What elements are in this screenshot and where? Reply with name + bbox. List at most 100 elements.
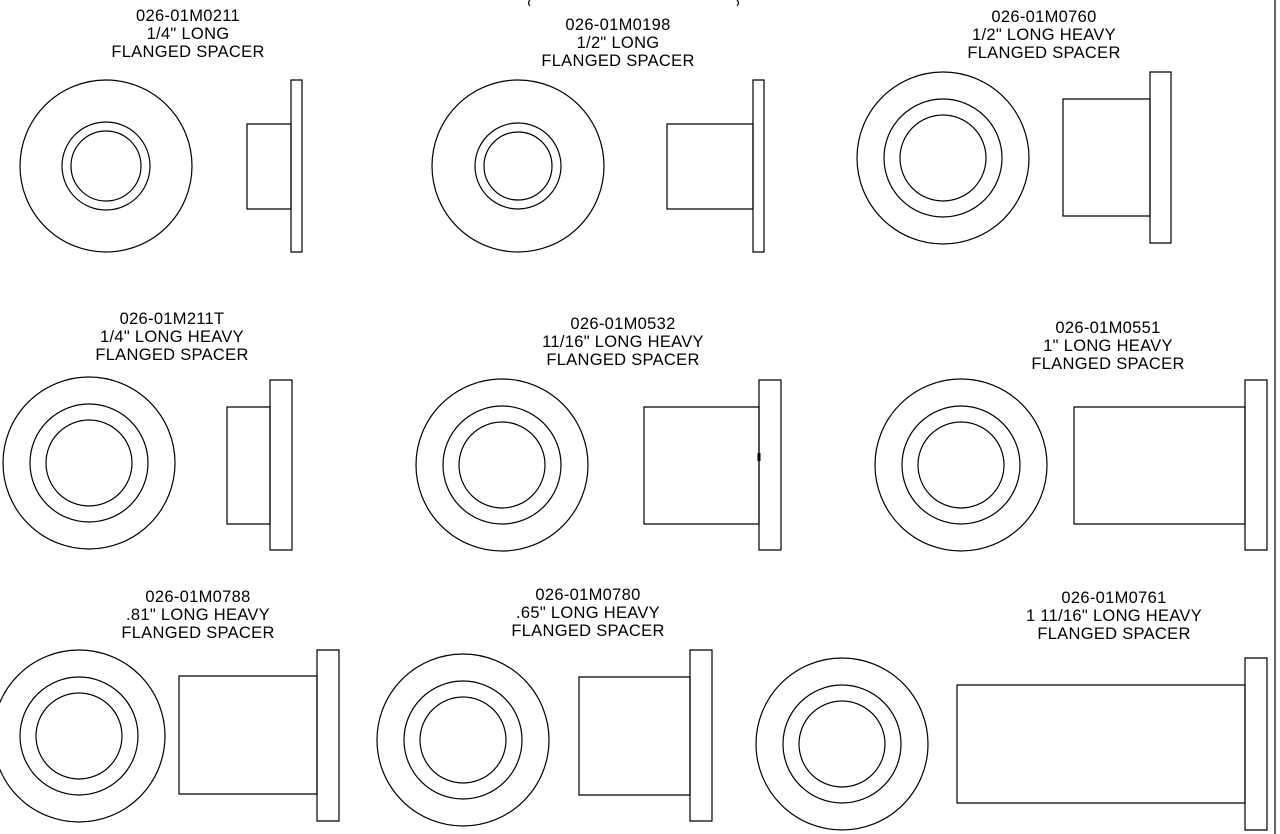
spacer-026-01M0211 bbox=[20, 80, 302, 252]
end-view bbox=[377, 654, 549, 826]
part-number: 026-01M0198 bbox=[565, 16, 671, 34]
spacer-026-01M211T bbox=[3, 377, 292, 550]
flange-outer-circle bbox=[20, 80, 192, 252]
part-length: 1/2" LONG bbox=[576, 34, 660, 52]
part-label-026-01M0760: 026-01M0760 1/2" LONG HEAVY FLANGED SPAC… bbox=[894, 8, 1194, 62]
title-parenthesis-right bbox=[737, 0, 739, 6]
bore-circle bbox=[799, 701, 885, 787]
body-circle bbox=[443, 406, 561, 524]
body-rect bbox=[1074, 407, 1245, 524]
end-view bbox=[756, 658, 928, 830]
body-circle bbox=[404, 681, 522, 799]
body-rect bbox=[644, 407, 759, 524]
part-label-026-01M0788: 026-01M0788 .81" LONG HEAVY FLANGED SPAC… bbox=[48, 588, 348, 642]
flange-outer-circle bbox=[3, 377, 175, 549]
spacer-026-01M0760 bbox=[857, 72, 1171, 244]
flange-rect bbox=[317, 650, 339, 821]
title-parenthesis-left bbox=[529, 0, 531, 6]
part-length: 11/16" LONG HEAVY bbox=[542, 333, 704, 351]
part-number: 026-01M0532 bbox=[570, 315, 676, 333]
flange-rect bbox=[1245, 380, 1267, 550]
part-label-026-01M0761: 026-01M0761 1 11/16" LONG HEAVY FLANGED … bbox=[964, 589, 1264, 643]
part-label-026-01M0551: 026-01M0551 1" LONG HEAVY FLANGED SPACER bbox=[958, 319, 1258, 373]
end-view bbox=[432, 80, 604, 252]
part-number: 026-01M0551 bbox=[1055, 319, 1161, 337]
flange-rect bbox=[1245, 658, 1267, 830]
part-number: 026-01M0780 bbox=[535, 586, 641, 604]
part-description: FLANGED SPACER bbox=[967, 44, 1121, 62]
bore-circle bbox=[46, 420, 132, 506]
part-length: 1 11/16" LONG HEAVY bbox=[1025, 607, 1203, 625]
part-length: 1" LONG HEAVY bbox=[1043, 337, 1173, 355]
body-circle bbox=[902, 406, 1020, 524]
flange-rect bbox=[753, 80, 764, 252]
part-description: FLANGED SPACER bbox=[111, 43, 265, 61]
part-number: 026-01M211T bbox=[119, 310, 225, 328]
part-number: 026-01M0760 bbox=[991, 8, 1097, 26]
part-label-026-01M211T: 026-01M211T 1/4" LONG HEAVY FLANGED SPAC… bbox=[22, 310, 322, 364]
flange-outer-circle bbox=[875, 379, 1047, 551]
part-length: 1/4" LONG bbox=[146, 25, 230, 43]
spacer-026-01M0198 bbox=[432, 80, 764, 252]
body-circle bbox=[884, 99, 1002, 217]
part-length: 1/2" LONG HEAVY bbox=[972, 26, 1116, 44]
part-description: FLANGED SPACER bbox=[95, 346, 249, 364]
spacer-026-01M0761 bbox=[756, 658, 1267, 830]
side-view bbox=[644, 380, 781, 550]
part-description: FLANGED SPACER bbox=[1031, 355, 1185, 373]
part-description: FLANGED SPACER bbox=[1037, 625, 1191, 643]
part-label-026-01M0211: 026-01M0211 1/4" LONG FLANGED SPACER bbox=[38, 7, 338, 61]
bore-circle bbox=[71, 131, 141, 201]
bore-circle bbox=[459, 422, 545, 508]
end-view bbox=[416, 379, 588, 551]
body-rect bbox=[579, 677, 690, 795]
end-view bbox=[20, 80, 192, 252]
spacer-026-01M0551 bbox=[875, 379, 1267, 551]
part-label-026-01M0198: 026-01M0198 1/2" LONG FLANGED SPACER bbox=[468, 16, 768, 70]
side-view bbox=[667, 80, 764, 252]
flange-outer-circle bbox=[857, 72, 1029, 244]
part-description: FLANGED SPACER bbox=[541, 52, 695, 70]
side-view bbox=[227, 380, 292, 550]
flange-outer-circle bbox=[377, 654, 549, 826]
bore-circle bbox=[484, 132, 552, 200]
side-view bbox=[1074, 380, 1267, 550]
part-length: 1/4" LONG HEAVY bbox=[100, 328, 244, 346]
side-view bbox=[579, 650, 712, 821]
part-length: .65" LONG HEAVY bbox=[516, 604, 660, 622]
flange-outer-circle bbox=[416, 379, 588, 551]
spacer-026-01M0532 bbox=[416, 379, 781, 551]
part-label-026-01M0780: 026-01M0780 .65" LONG HEAVY FLANGED SPAC… bbox=[438, 586, 738, 640]
end-view bbox=[857, 72, 1029, 244]
part-description: FLANGED SPACER bbox=[546, 351, 700, 369]
body-rect bbox=[227, 407, 270, 524]
end-view bbox=[0, 650, 165, 822]
part-label-026-01M0532: 026-01M0532 11/16" LONG HEAVY FLANGED SP… bbox=[473, 315, 773, 369]
spacer-026-01M0788 bbox=[0, 650, 339, 822]
flange-rect bbox=[291, 80, 302, 252]
bore-circle bbox=[900, 115, 986, 201]
body-circle bbox=[783, 685, 901, 803]
body-rect bbox=[179, 676, 317, 794]
bore-circle bbox=[420, 697, 506, 783]
end-view bbox=[875, 379, 1047, 551]
spacer-026-01M0780 bbox=[377, 650, 712, 826]
part-description: FLANGED SPACER bbox=[121, 624, 275, 642]
body-rect bbox=[667, 124, 753, 209]
body-circle bbox=[30, 404, 148, 522]
side-view bbox=[179, 650, 339, 821]
part-description: FLANGED SPACER bbox=[511, 622, 665, 640]
body-circle bbox=[20, 677, 138, 795]
flange-rect bbox=[690, 650, 712, 821]
flange-rect bbox=[759, 380, 781, 550]
side-view bbox=[1063, 72, 1171, 243]
part-number: 026-01M0211 bbox=[136, 7, 240, 25]
side-view bbox=[957, 658, 1267, 830]
flange-outer-circle bbox=[756, 658, 928, 830]
part-length: .81" LONG HEAVY bbox=[126, 606, 270, 624]
flange-rect bbox=[1150, 72, 1171, 243]
body-circle bbox=[475, 123, 561, 209]
body-rect bbox=[247, 124, 291, 209]
